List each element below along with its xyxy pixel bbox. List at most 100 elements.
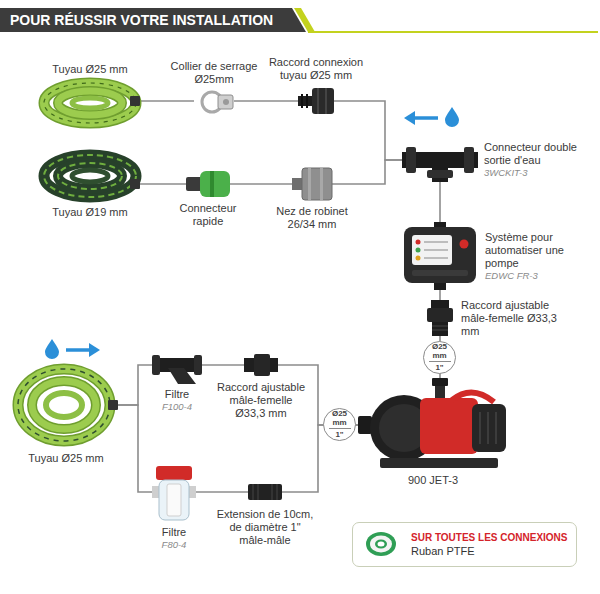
pump-controller (416, 256, 421, 261)
pipe-connector (234, 100, 298, 102)
title-text: POUR RÉUSSIR VOTRE INSTALLATION (10, 8, 273, 32)
adjustable-fitting (432, 322, 448, 336)
label-group: Connecteur rapide (173, 202, 243, 228)
pump-controller (404, 222, 476, 290)
hose-coil (44, 155, 140, 197)
pump-controller: Système pour automatiser une pompeEDWC F… (401, 222, 479, 290)
part-label: Tuyau Ø25 mm (28, 452, 103, 465)
connector-group (118, 101, 440, 492)
part-label: Tuyau Ø19 mm (52, 206, 127, 219)
hose-fitting (298, 96, 312, 106)
ptfe-tape (375, 540, 387, 549)
y-filter (152, 355, 160, 375)
hose-fitting (312, 88, 334, 114)
hose-coil (58, 163, 122, 189)
cartridge-filter: FiltreF80-4 (152, 466, 196, 522)
tee-connector (464, 147, 474, 173)
label-group: FiltreF100-4 (162, 388, 192, 413)
jet-pump (452, 392, 494, 402)
jet-pump (358, 416, 372, 434)
jet-pump (432, 378, 448, 386)
part-label: Raccord ajustable mâle-femelle Ø33,3 mm (215, 381, 307, 420)
tap-nose (308, 168, 311, 200)
extension-nipple: Extension de 10cm, de diamètre 1" mâle-m… (248, 480, 282, 504)
flow-arrow (414, 116, 438, 120)
hose-coil: Tuyau Ø25 mm (40, 80, 140, 126)
quick-connector (200, 171, 230, 197)
hose-coil (44, 83, 140, 123)
flow-arrow (45, 339, 100, 359)
cartridge-filter (159, 480, 189, 520)
hose-coil (18, 369, 118, 441)
hose-coil (72, 170, 108, 182)
hose-coil (44, 155, 136, 197)
hose-coil (32, 381, 96, 429)
part-label: Système pour automatiser une pompe (485, 231, 591, 270)
pump-controller (460, 240, 469, 249)
part-reference: Ruban PTFE (411, 544, 568, 558)
note-box: SUR TOUTES LES CONNEXIONSRuban PTFE (352, 522, 577, 567)
part-label: Connecteur double sortie d'eau (484, 141, 588, 167)
adjustable-fitting: Raccord ajustable mâle-femelle Ø33,3 mm (425, 300, 455, 336)
part-label: Connecteur rapide (173, 202, 243, 228)
adjustable-fitting (432, 330, 448, 331)
hose-coil (32, 381, 96, 429)
y-filter: FiltreF100-4 (152, 346, 202, 384)
pump-controller (416, 240, 421, 245)
part-label: Tuyau Ø25 mm (52, 63, 127, 76)
y-filter (194, 355, 202, 375)
hose-clamp (202, 92, 233, 112)
extension-nipple (253, 484, 254, 500)
ptfe-tape (378, 542, 385, 547)
cartridge-filter (152, 466, 196, 520)
extension-nipple (277, 484, 278, 500)
hose-coil (58, 91, 122, 115)
flow-arrow (45, 339, 59, 359)
dimension-label: 1" (435, 362, 443, 372)
adjustable-fitting (270, 358, 278, 372)
label-group: Nez de robinet 26/34 mm (272, 205, 352, 231)
jet-pump (435, 386, 445, 398)
label-group: Tuyau Ø25 mm (28, 452, 103, 465)
label-group: Tuyau Ø25 mm (52, 63, 127, 76)
jet-pump (472, 404, 506, 452)
flow-arrow (445, 107, 459, 127)
label-group: Extension de 10cm, de diamètre 1" mâle-m… (215, 508, 315, 547)
y-filter (152, 355, 202, 384)
hose-clamp (218, 95, 233, 109)
cartridge-filter (167, 484, 181, 516)
hose-fitting (301, 94, 303, 108)
adjustable-fitting (427, 308, 453, 322)
part-label: 900 JET-3 (408, 474, 458, 487)
part-label: Extension de 10cm, de diamètre 1" mâle-m… (215, 508, 315, 547)
title-banner (308, 31, 598, 33)
part-label: Filtre (162, 388, 192, 401)
pipe-connector (439, 182, 441, 222)
extension-nipple (272, 484, 273, 500)
pipe-connector (230, 183, 292, 185)
part-reference: F100-4 (162, 401, 192, 413)
tee-connector (427, 170, 453, 178)
hose-clamp (223, 99, 229, 105)
adjustable-fitting (254, 354, 270, 376)
ptfe-tape (370, 536, 392, 553)
adjustable-fitting (432, 326, 448, 327)
dimension-label: Ø25 mm (329, 410, 351, 429)
part-label: Filtre (162, 526, 187, 539)
hose-fitting (325, 88, 327, 114)
tee-connector: Connecteur double sortie d'eau3WCKIT-3 (402, 138, 478, 182)
pump-controller (412, 270, 468, 276)
jet-pump (358, 378, 506, 468)
dimension-badge: Ø25 mm1" (323, 408, 356, 441)
pump-controller (434, 283, 446, 290)
quick-connector: Connecteur rapide (186, 170, 230, 198)
hose-coil (72, 98, 108, 108)
tap-nose (302, 168, 332, 200)
adjustable-fitting (244, 354, 278, 376)
label-group: Raccord ajustable mâle-femelle Ø33,3 mm (215, 381, 307, 420)
label-group: 900 JET-3 (408, 474, 458, 487)
title-banner (0, 8, 306, 32)
flow-arrow (404, 111, 415, 125)
